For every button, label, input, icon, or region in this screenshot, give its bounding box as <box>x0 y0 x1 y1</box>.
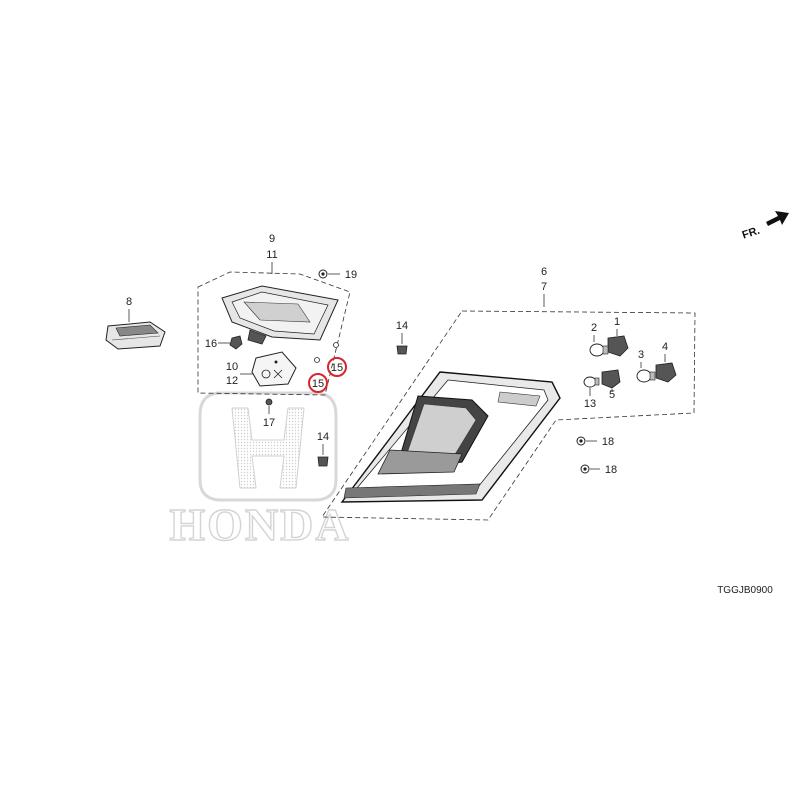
callout-8: 8 <box>126 296 132 308</box>
nut-15-icon <box>314 357 320 363</box>
bulb-socket-5-icon <box>601 369 621 389</box>
bulb-13-base <box>594 377 600 386</box>
callout-6: 6 <box>541 266 547 278</box>
callout-13: 13 <box>584 398 596 410</box>
group-box-6-7 <box>321 310 696 521</box>
callout-15-a[interactable]: 15 <box>331 362 343 374</box>
grommet-19-center <box>321 272 325 276</box>
grommet-18-center <box>583 467 587 471</box>
callout-15-b[interactable]: 15 <box>312 378 324 390</box>
bulb-2-base <box>602 345 609 355</box>
bulb-2-icon <box>589 343 605 357</box>
honda-watermark-text: HONDA <box>169 499 350 550</box>
callout-4: 4 <box>662 341 668 353</box>
diagram-code: TGGJB0900 <box>717 585 773 596</box>
callout-11: 11 <box>266 249 277 261</box>
callout-10: 10 <box>226 361 238 373</box>
callout-7: 7 <box>541 281 547 293</box>
callout-3: 3 <box>638 349 644 361</box>
garnish-light-9-11 <box>221 285 339 345</box>
bulb-3-icon <box>636 369 652 383</box>
callout-19: 19 <box>345 269 357 281</box>
forward-arrow-icon <box>766 211 789 226</box>
nut-14-icon <box>317 456 329 467</box>
nut-15-icon <box>333 342 339 348</box>
bulb-3-base <box>649 371 656 381</box>
bulb-socket-1-icon <box>607 335 629 357</box>
module-part-8 <box>105 321 166 350</box>
gasket-10-12 <box>251 351 297 387</box>
honda-h-logo-icon <box>198 391 338 502</box>
group-box-9-11 <box>197 271 351 396</box>
callout-14-a: 14 <box>396 320 408 332</box>
nut-14-icon <box>396 345 408 355</box>
callout-12: 12 <box>226 375 238 387</box>
grommet-18-center <box>579 439 583 443</box>
highlight-ring <box>308 373 328 393</box>
bulb-13-icon <box>583 376 597 388</box>
callout-2: 2 <box>591 322 597 334</box>
callout-17: 17 <box>263 417 275 429</box>
clip-16-icon <box>229 335 243 350</box>
callout-18-a: 18 <box>602 436 614 448</box>
callout-9: 9 <box>269 233 275 245</box>
callout-1: 1 <box>614 316 620 328</box>
callout-16: 16 <box>205 338 217 350</box>
highlight-ring <box>327 357 347 377</box>
callout-18-b: 18 <box>605 464 617 476</box>
callout-5: 5 <box>609 389 615 401</box>
callout-14-b: 14 <box>317 431 329 443</box>
bulb-socket-4-icon <box>655 362 677 383</box>
taillight-6-7 <box>340 371 561 503</box>
front-direction-label: FR. <box>741 225 762 242</box>
fastener-17-icon <box>265 398 273 406</box>
